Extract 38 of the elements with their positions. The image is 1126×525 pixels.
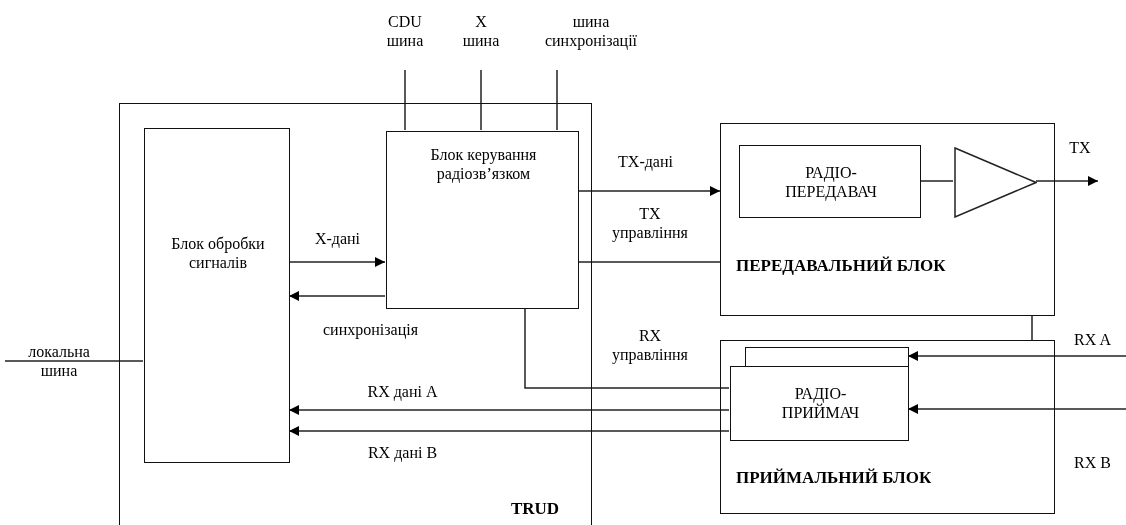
signal-label: X шина xyxy=(462,12,500,50)
unit-title: TRUD xyxy=(509,499,561,518)
arrow xyxy=(288,291,386,301)
connector-line xyxy=(404,69,406,131)
connector-line xyxy=(1031,315,1033,341)
arrow xyxy=(288,257,386,267)
signal-label: локальна шина xyxy=(27,342,91,380)
arrow xyxy=(288,426,730,436)
connector-line xyxy=(4,360,144,362)
signal-label: шина синхронізації xyxy=(543,12,639,50)
stacked-box xyxy=(745,347,909,367)
arrow xyxy=(907,404,1126,414)
block-title: ПЕРЕДАВАЛЬНИЙ БЛОК xyxy=(736,256,947,275)
signal-label: RX B xyxy=(1073,453,1112,472)
process-box xyxy=(144,128,290,463)
arrow xyxy=(577,186,721,196)
block-title: ПРИЙМАЛЬНИЙ БЛОК xyxy=(736,468,933,487)
connector-line xyxy=(480,69,482,131)
box-label: Блок керування радіозв’язком xyxy=(429,145,538,183)
signal-label: RX A xyxy=(1073,330,1112,349)
amplifier-triangle xyxy=(954,147,1037,218)
process-box xyxy=(386,131,579,309)
box-label: РАДІО-ПЕРЕДАВАЧ xyxy=(784,163,878,201)
arrow xyxy=(1035,176,1099,186)
process-box xyxy=(730,366,909,441)
connector-line xyxy=(524,307,730,389)
arrow xyxy=(907,351,1126,361)
block-frame xyxy=(720,123,1055,316)
signal-label: CDU шина xyxy=(385,12,425,50)
process-box xyxy=(739,145,921,218)
connector-line xyxy=(919,180,954,182)
box-label: Блок обробки сигналів xyxy=(170,234,266,272)
connector-line xyxy=(577,261,721,263)
box-label: РАДІО-ПРИЙМАЧ xyxy=(780,384,861,422)
signal-label: TX xyxy=(1068,138,1092,157)
block-frame xyxy=(720,340,1055,514)
connector-line xyxy=(556,69,558,131)
arrow xyxy=(288,405,730,415)
